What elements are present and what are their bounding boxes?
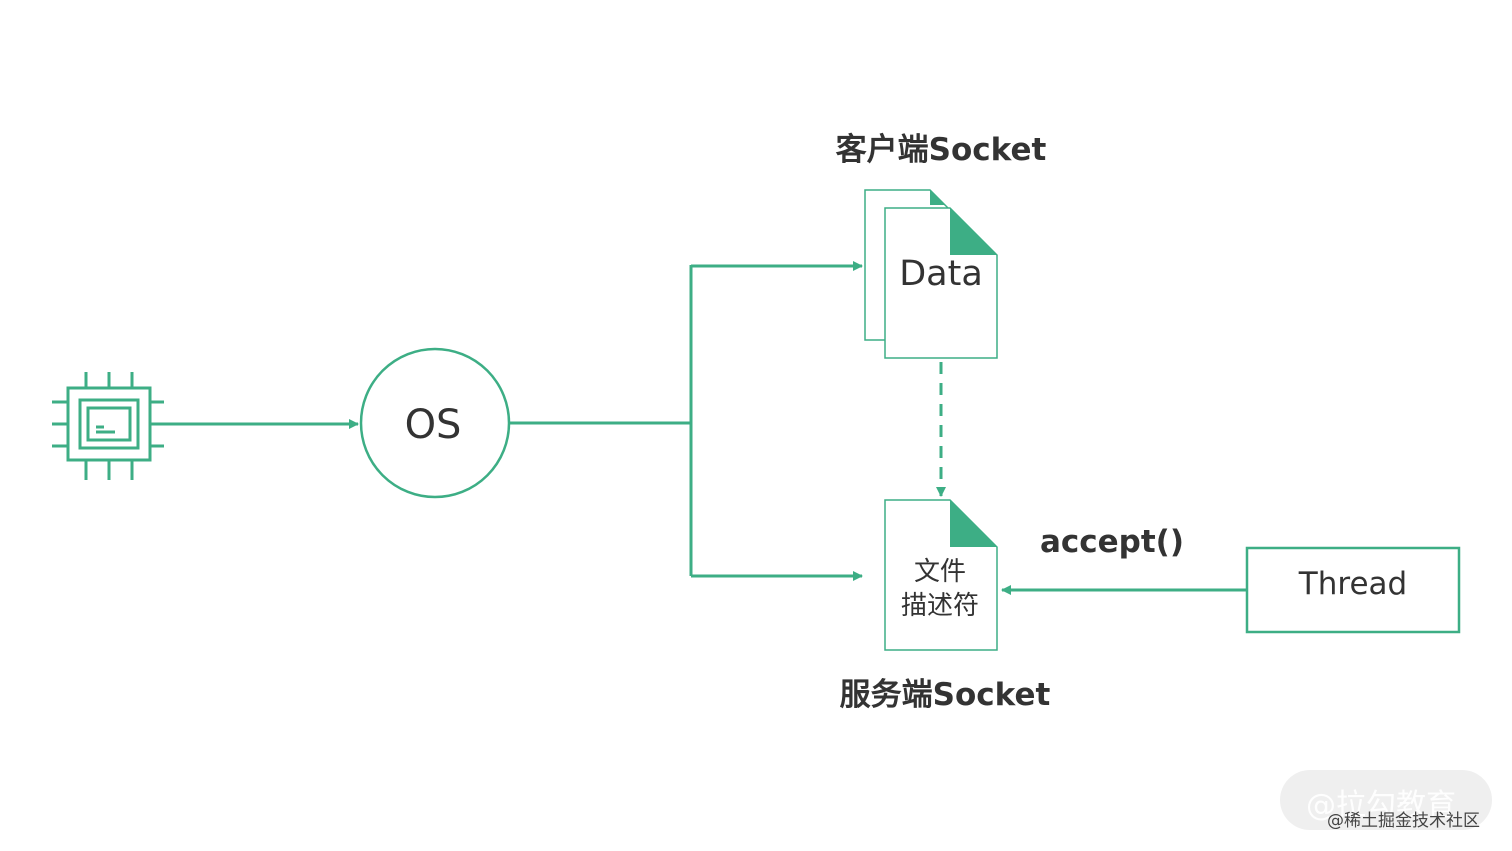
accept-edge-label: accept() [1040, 524, 1184, 560]
thread-label: Thread [1298, 566, 1407, 602]
watermark-badge [1280, 770, 1492, 830]
watermark-main-text: @拉勾教育 [1306, 788, 1456, 823]
client-socket-title: 客户端Socket [836, 132, 1047, 168]
os-label: OS [405, 402, 462, 448]
client-socket-document-icon [864, 189, 998, 359]
server-socket-title: 服务端Socket [840, 677, 1051, 713]
thread-node [1245, 546, 1461, 634]
cpu-chip-icon [52, 372, 164, 480]
server-socket-document-icon [884, 499, 998, 651]
server-socket-doc-label-line1: 文件 [914, 557, 966, 587]
client-socket-doc-label: Data [899, 254, 983, 294]
os-branch-connector [509, 265, 693, 576]
watermark-sub-text: @稀土掘金技术社区 [1327, 811, 1480, 831]
server-socket-doc-label-line2: 描述符 [901, 591, 979, 621]
